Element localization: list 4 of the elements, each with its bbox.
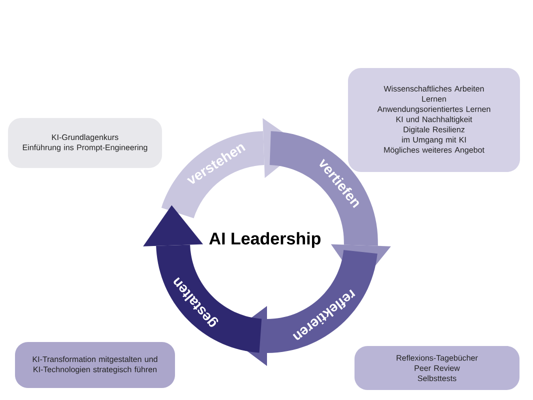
text-box: KI-Transformation mitgestalten und KI-Technologien strategisch führen <box>15 342 175 388</box>
text-box: KI-Grundlagenkurs Einführung ins Prompt-Engineering <box>8 118 162 168</box>
text-box: Reflexions-Tagebücher Peer Review Selbsttests <box>354 346 520 390</box>
text-box: Wissenschaftliches Arbeiten Lernen Anwendungsorientiertes Lernen KI und Nachhaltigkeit Digitale Resilienz im Umgang mit KI Mögliches weiteres Angebot <box>348 68 520 172</box>
